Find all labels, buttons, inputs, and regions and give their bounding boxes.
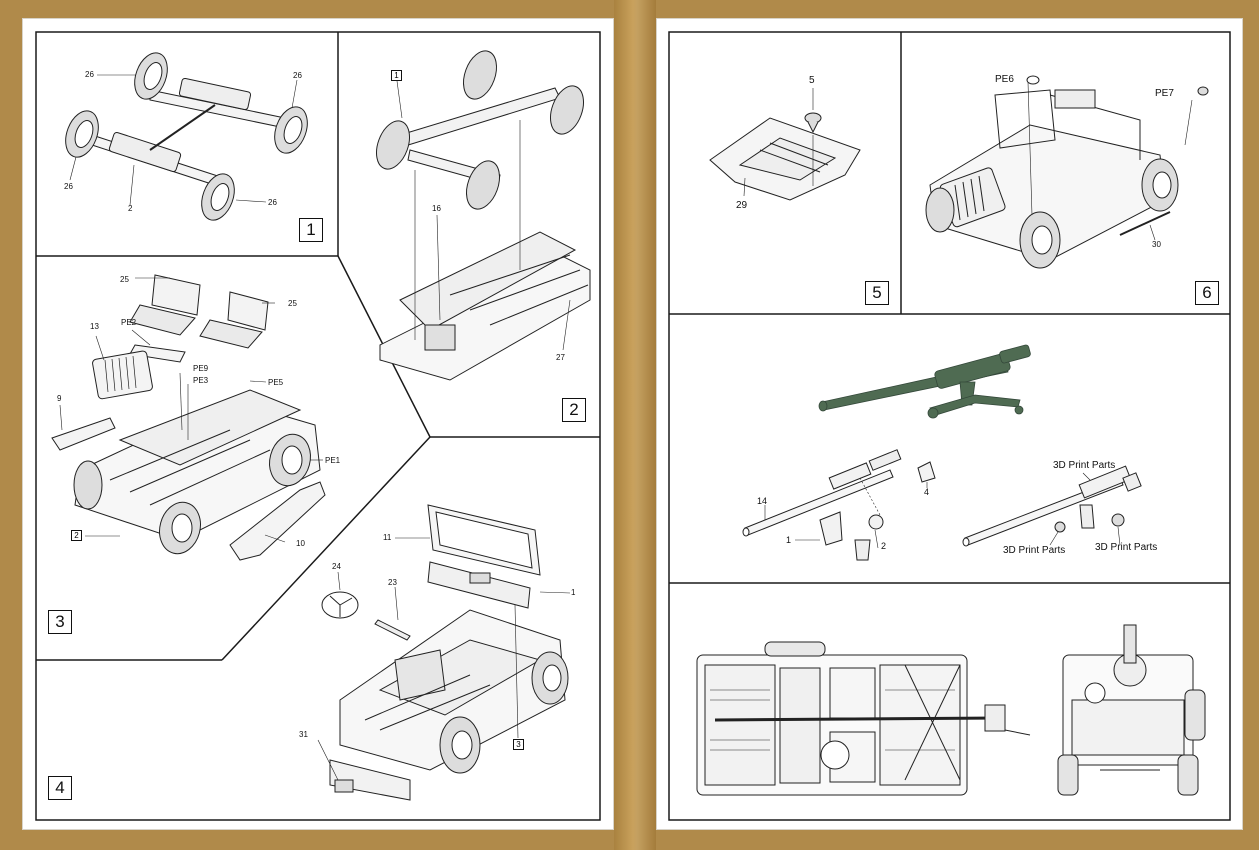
print-parts-left: 3D Print Parts [1003,545,1066,556]
step2-ref-box-1: 1 [391,70,402,81]
step3-label-pe9: PE9 [193,364,209,373]
gun-label-4: 4 [924,487,930,497]
step4-label-11: 11 [383,533,392,542]
step3-label-pe1: PE1 [325,456,341,465]
step3-label-10: 10 [296,539,305,548]
step6-label-30: 30 [1152,240,1161,249]
step4-label-24: 24 [332,562,341,571]
step5-label-29: 29 [736,200,748,211]
step4-ref-box-3: 3 [513,739,524,750]
step-number-2: 2 [562,398,586,422]
step3-ref-box-2: 2 [71,530,82,541]
step2-label-16: 16 [432,204,441,213]
binding-gutter [614,0,656,850]
step4-label-23: 23 [388,578,397,587]
step-number-5: 5 [865,281,889,305]
step3-label-25b: 25 [288,299,297,308]
print-parts-title: 3D Print Parts [1053,460,1116,471]
step3-label-25a: 25 [120,275,129,284]
step1-label-26d: 26 [268,198,277,207]
step6-label-pe7: PE7 [1155,88,1174,99]
step6-label-pe6: PE6 [995,74,1014,85]
step3-label-9: 9 [57,394,62,403]
gun-label-2: 2 [881,541,887,551]
print-parts-right: 3D Print Parts [1095,542,1158,553]
step5-label-5: 5 [809,75,815,86]
step-number-1: 1 [299,218,323,242]
step1-label-26c: 26 [64,182,73,191]
gun-label-14: 14 [757,496,768,506]
step1-label-2: 2 [128,204,133,213]
gun-label-1: 1 [786,535,792,545]
step-number-4: 4 [48,776,72,800]
step3-label-pe2: PE2 [121,318,137,327]
step1-label-26a: 26 [85,70,94,79]
step3-label-13: 13 [90,322,99,331]
step2-label-27: 27 [556,353,565,362]
step1-label-26b: 26 [293,71,302,80]
step4-label-1: 1 [571,588,576,597]
step4-label-31: 31 [299,730,308,739]
step-number-3: 3 [48,610,72,634]
step3-label-pe3: PE3 [193,376,209,385]
step-number-6: 6 [1195,281,1219,305]
step3-label-pe5: PE5 [268,378,284,387]
